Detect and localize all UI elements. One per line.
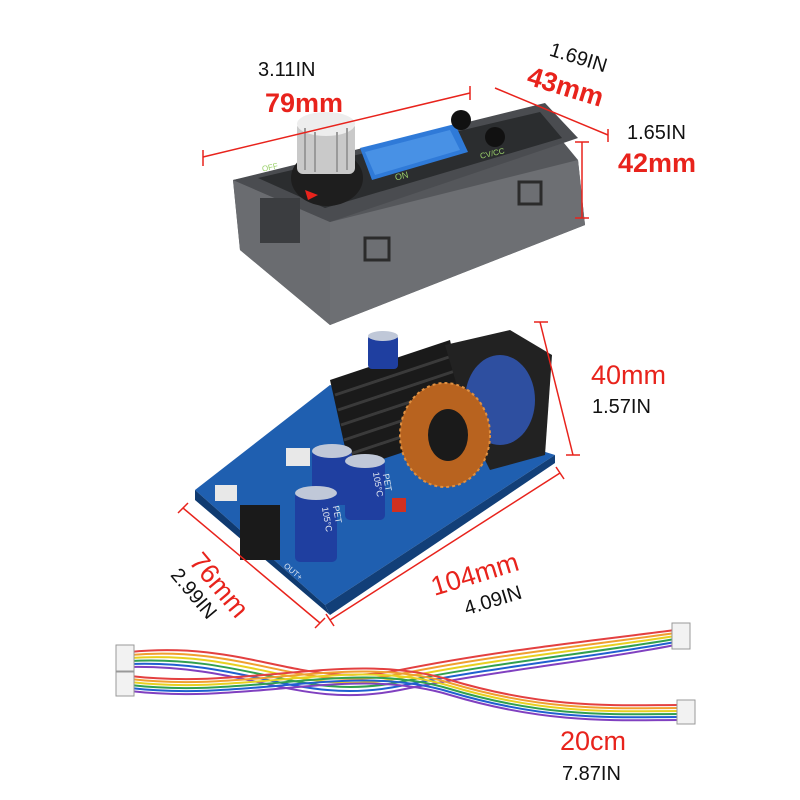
button-right — [485, 127, 505, 147]
display-length-inch: 3.11IN — [258, 59, 316, 81]
display-length-mm: 79mm — [265, 88, 344, 118]
display-height-mm: 42mm — [618, 148, 697, 178]
cable-length-inch: 7.87IN — [562, 763, 621, 785]
cap-label-4: PET — [380, 472, 394, 492]
encoder-knob — [297, 122, 355, 174]
display-module — [233, 103, 585, 325]
board-height-inch: 1.57IN — [592, 396, 651, 418]
dimension-lines-board — [177, 321, 580, 629]
dimension-lines-display — [202, 86, 609, 219]
button-top — [451, 110, 471, 130]
ribbon-cable — [115, 622, 696, 725]
capacitors — [295, 331, 398, 562]
board-height-mm: 40mm — [591, 360, 667, 390]
power-board — [195, 330, 555, 615]
terminal-block — [240, 505, 280, 560]
display-height-inch: 1.65IN — [627, 122, 686, 144]
cable-length-cm: 20cm — [560, 726, 627, 756]
cap-label-2: PET — [330, 504, 344, 524]
